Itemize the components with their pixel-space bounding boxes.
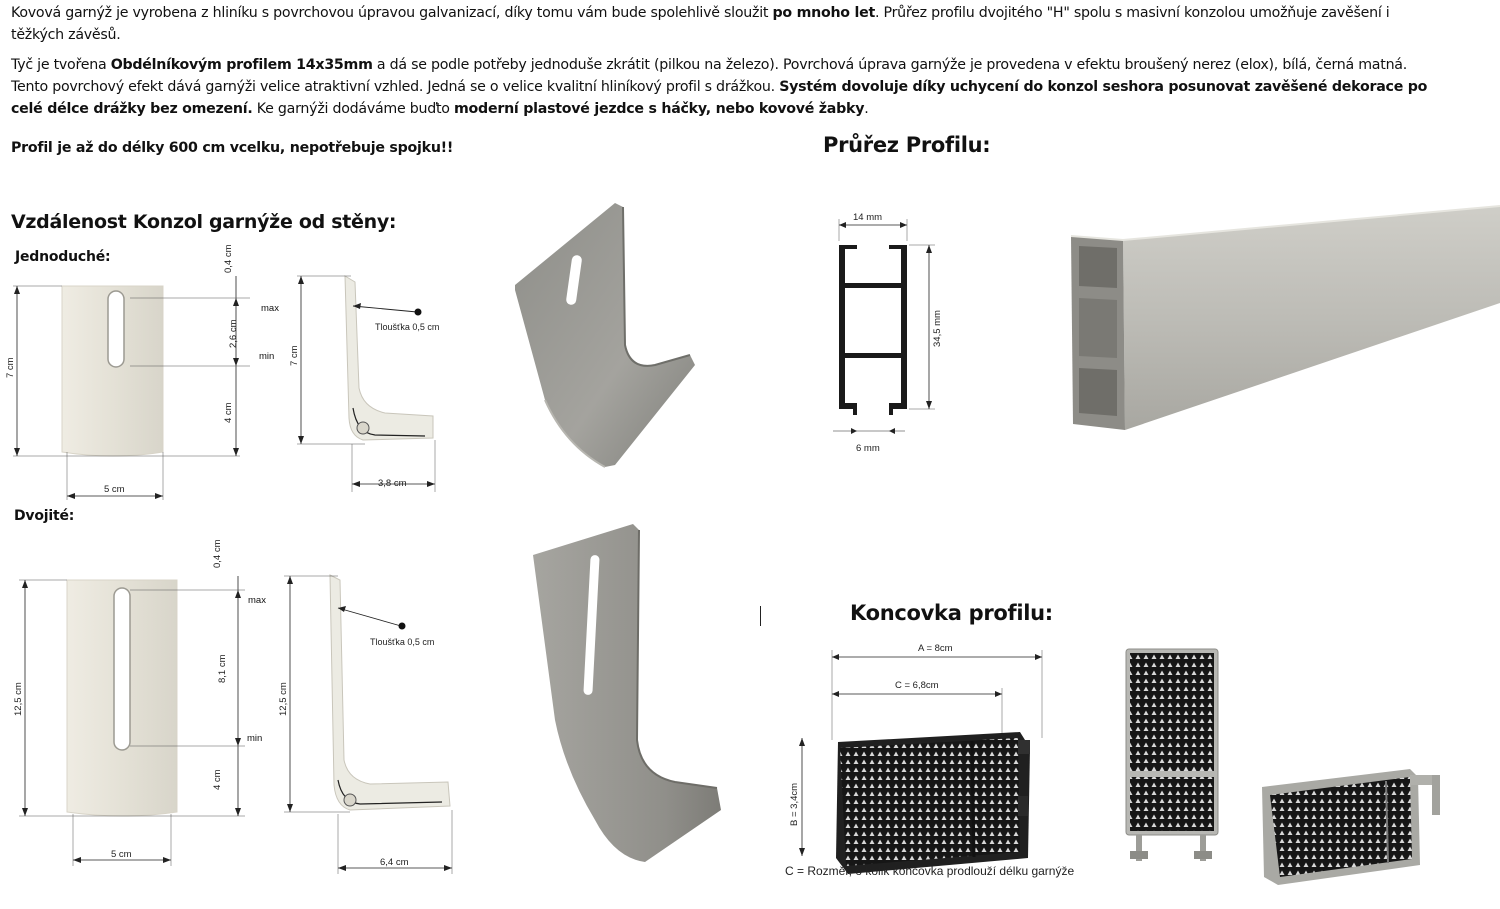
end-cap-heading: Koncovka profilu: <box>850 601 1053 625</box>
double-side-height-label: 12,5 cm <box>278 682 289 716</box>
intro-text: Ke garnýži dodáváme buďto <box>252 101 455 117</box>
endcap-b-label: B = 3,4cm <box>789 783 800 826</box>
double-height-label: 12,5 cm <box>13 682 24 716</box>
intro-text: . Průřez profilu dvojitého "H" spolu s m… <box>11 5 1390 43</box>
intro-text: . <box>864 101 869 117</box>
intro-text: Tyč je tvořena <box>11 57 111 73</box>
profile-slot-label: 6 mm <box>856 443 880 454</box>
single-bottom-label: 4 cm <box>223 402 234 423</box>
double-bracket-photo <box>533 524 721 862</box>
endcap-caption: C = Rozměr, o kolik koncovka prodlouží d… <box>785 864 1075 878</box>
double-depth-label: 6,4 cm <box>380 857 409 868</box>
profile-cross-section-diagram: 14 mm 34,5 mm 6 mm <box>833 212 943 454</box>
single-slot-label: 2,6 cm <box>228 319 239 348</box>
end-cap-diagram: A = 8cm C = 6,8cm B = 3,4cm <box>789 643 1043 874</box>
double-bracket-label: Dvojité: <box>14 508 75 524</box>
profile-width-label: 14 mm <box>853 212 882 223</box>
double-slot-label: 8,1 cm <box>217 654 228 683</box>
single-min-text: min <box>259 351 275 362</box>
intro-paragraph-1: Kovová garnýž je vyrobena z hliníku s po… <box>11 2 1406 46</box>
double-bracket-front-diagram: 12,5 cm 0,4 cm 8,1 cm 4 cm 5 cm <box>13 539 245 866</box>
endcap-c-label: C = 6,8cm <box>895 680 939 691</box>
double-top-label: 0,4 cm <box>212 539 223 568</box>
intro-text: a dá se podle potřeby jednoduše zkrátit … <box>11 57 1408 95</box>
profile-height-label: 34,5 mm <box>932 310 943 347</box>
intro-highlight: Systém dovoluje díky uchycení do konzol … <box>11 79 1428 117</box>
double-width-label: 5 cm <box>111 849 132 860</box>
single-bracket-side-diagram: 7 cm Tloušťka 0,5 cm 3,8 cm <box>289 275 439 492</box>
intro-paragraph-3: Profil je až do délky 600 cm vcelku, nep… <box>11 140 454 156</box>
double-bottom-label: 4 cm <box>212 769 223 790</box>
text-cursor <box>760 606 761 626</box>
intro-highlight: po mnoho let <box>772 5 876 21</box>
intro-highlight: Obdélníkovým profilem 14x35mm <box>110 57 373 73</box>
profile-photo <box>1070 205 1500 430</box>
end-cap-photos <box>1125 648 1440 885</box>
single-side-height-label: 7 cm <box>289 345 300 366</box>
profile-section-heading: Průřez Profilu: <box>823 133 991 157</box>
single-depth-label: 3,8 cm <box>378 478 407 489</box>
single-max-text: max <box>261 303 279 314</box>
bracket-distance-heading: Vzdálenost Konzol garnýže od stěny: <box>11 211 397 233</box>
single-bracket-photo <box>515 203 695 468</box>
single-width-label: 5 cm <box>104 484 125 495</box>
single-height-label: 7 cm <box>5 357 16 378</box>
single-bracket-front-diagram: 7 cm 0,4 cm 2,6 cm 4 cm max 5 cm <box>5 244 250 500</box>
single-thickness-label: Tloušťka 0,5 cm <box>375 322 439 332</box>
double-thickness-label: Tloušťka 0,5 cm <box>370 637 434 647</box>
double-min-text: min <box>247 733 263 744</box>
double-bracket-side-diagram: 12,5 cm Tloušťka 0,5 cm 6,4 cm <box>278 574 453 874</box>
single-bracket-label: Jednoduché: <box>15 249 111 265</box>
endcap-a-label: A = 8cm <box>918 643 953 654</box>
single-top-label: 0,4 cm <box>223 244 234 273</box>
intro-paragraph-2: Tyč je tvořena Obdélníkovým profilem 14x… <box>11 54 1431 120</box>
intro-text: Kovová garnýž je vyrobena z hliníku s po… <box>11 5 773 21</box>
intro-highlight: moderní plastové jezdce s háčky, nebo ko… <box>454 101 865 117</box>
double-max-text: max <box>248 595 266 606</box>
